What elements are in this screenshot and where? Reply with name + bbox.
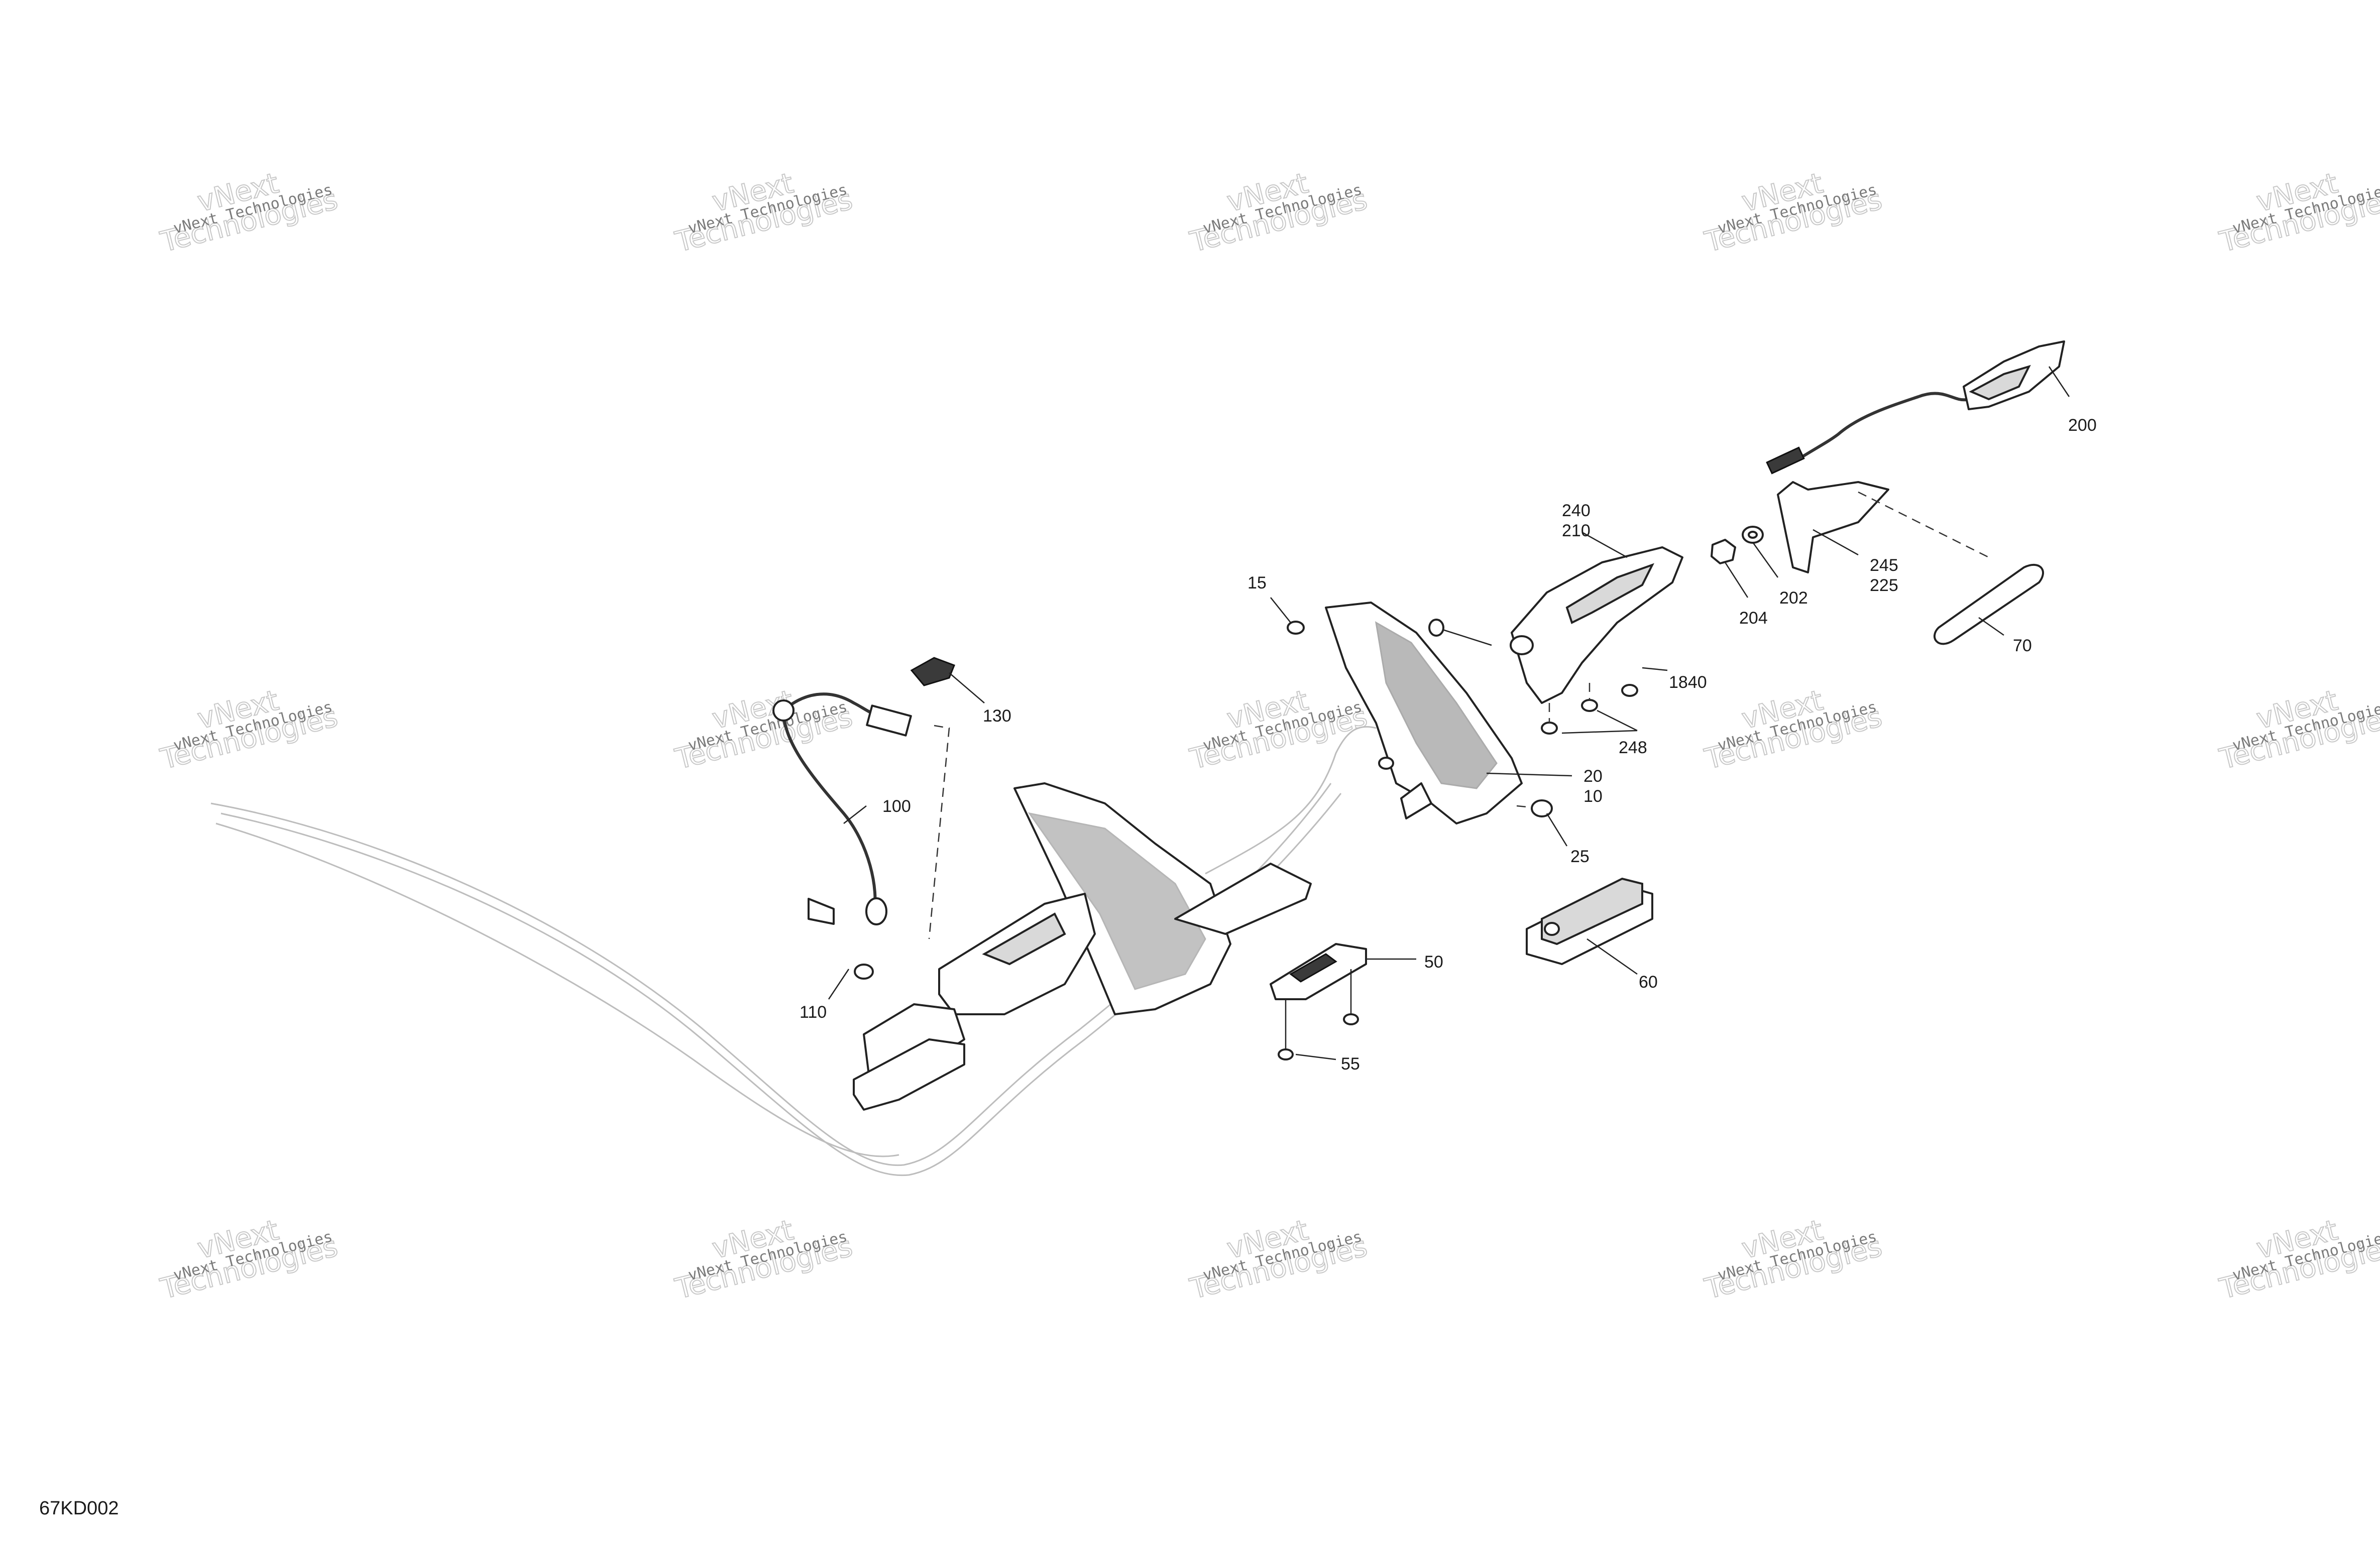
callout-110: 110 bbox=[800, 1003, 827, 1022]
part-202-washer bbox=[1742, 526, 1764, 544]
callout-25: 25 bbox=[1570, 847, 1590, 866]
part-245-bracket bbox=[1777, 481, 1989, 573]
leader-lines bbox=[828, 366, 2070, 1060]
part-50-license-light bbox=[1270, 943, 1367, 1049]
callout-70: 70 bbox=[2013, 636, 2032, 655]
part-screw-small bbox=[1378, 757, 1394, 770]
part-60-cover bbox=[1526, 877, 1653, 965]
part-70-lens bbox=[1933, 563, 2045, 645]
part-204-nut bbox=[1711, 539, 1736, 564]
callout-130: 130 bbox=[983, 706, 1011, 726]
main-tail-assembly bbox=[853, 782, 1312, 1111]
part-1840-bolt bbox=[1428, 619, 1492, 646]
callout-225: 225 bbox=[1870, 576, 1898, 595]
callout-240: 240 bbox=[1562, 501, 1591, 520]
callout-20: 20 bbox=[1583, 767, 1603, 786]
callout-15: 15 bbox=[1248, 573, 1267, 592]
part-25-screw bbox=[1516, 799, 1553, 817]
part-200-turn-signal bbox=[1766, 340, 2065, 474]
callout-60: 60 bbox=[1639, 973, 1658, 992]
callout-100: 100 bbox=[882, 797, 911, 816]
callout-1840: 1840 bbox=[1669, 673, 1707, 692]
part-15-screw bbox=[1287, 621, 1305, 635]
callout-labels: 200 240 210 245 225 202 204 70 15 1840 2… bbox=[800, 416, 2097, 1074]
callout-200: 200 bbox=[2068, 416, 2097, 435]
part-110-sensor bbox=[808, 898, 874, 980]
drawing-id: 67KD002 bbox=[39, 1498, 119, 1519]
callout-245: 245 bbox=[1870, 556, 1898, 575]
callout-248: 248 bbox=[1619, 738, 1647, 757]
part-240-housing bbox=[1510, 546, 1683, 704]
callout-55: 55 bbox=[1341, 1054, 1360, 1074]
part-100-sensor-wire bbox=[772, 692, 950, 939]
part-20-tail-light bbox=[1325, 602, 1523, 824]
callout-210: 210 bbox=[1562, 521, 1591, 540]
part-130-clip bbox=[910, 657, 955, 686]
callout-50: 50 bbox=[1424, 953, 1443, 972]
callout-202: 202 bbox=[1779, 588, 1808, 608]
callout-10: 10 bbox=[1583, 787, 1603, 806]
callout-204: 204 bbox=[1739, 609, 1768, 628]
part-55-screws bbox=[1278, 1013, 1359, 1060]
part-248-nuts bbox=[1541, 683, 1638, 735]
